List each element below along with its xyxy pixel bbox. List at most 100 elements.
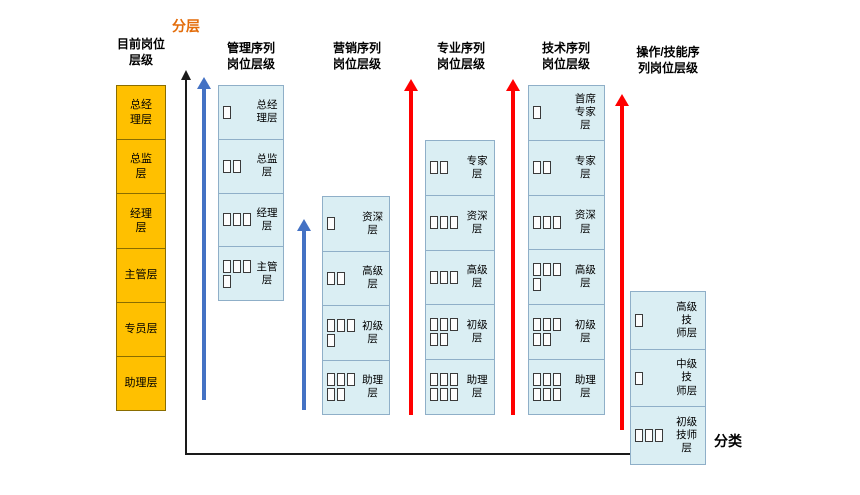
level-label: 初级 技师层 xyxy=(676,415,698,455)
missing-glyph-boxes xyxy=(430,270,461,284)
level-label: 高级层 xyxy=(466,264,488,290)
missing-glyph-boxes xyxy=(223,213,252,227)
missing-glyph-boxes xyxy=(327,318,357,347)
horizontal-axis-arrow xyxy=(185,449,681,459)
level-label: 资深层 xyxy=(362,210,384,236)
missing-glyph-box-icon xyxy=(440,161,448,175)
current-level-cell: 专员层 xyxy=(117,302,165,357)
missing-glyph-box-icon xyxy=(553,263,561,277)
level-label: 高级层 xyxy=(574,264,596,290)
level-label: 专家层 xyxy=(574,154,596,180)
level-cell: 高级技 师层 xyxy=(631,292,705,350)
missing-glyph-box-icon xyxy=(223,213,231,227)
level-label: 助理层 xyxy=(362,374,384,400)
level-cell: 助理层 xyxy=(323,361,389,415)
missing-glyph-box-icon xyxy=(347,373,355,387)
level-label: 资深层 xyxy=(466,209,488,235)
missing-glyph-box-icon xyxy=(450,388,458,402)
missing-glyph-box-icon xyxy=(327,318,335,332)
missing-glyph-box-icon xyxy=(440,333,448,347)
management-sequence-title: 管理序列 岗位层级 xyxy=(226,41,275,72)
level-cell: 经理 层 xyxy=(219,194,283,248)
level-label: 高级层 xyxy=(362,265,384,291)
missing-glyph-box-icon xyxy=(543,373,551,387)
level-cell: 助理层 xyxy=(529,360,604,414)
missing-glyph-box-icon xyxy=(327,373,335,387)
missing-glyph-box-icon xyxy=(553,373,561,387)
missing-glyph-boxes xyxy=(635,371,669,385)
missing-glyph-box-icon xyxy=(440,318,448,332)
level-cell: 初级层 xyxy=(323,306,389,361)
level-label: 助理层 xyxy=(466,373,488,400)
level-label: 初级层 xyxy=(466,319,488,345)
missing-glyph-boxes xyxy=(635,313,669,327)
missing-glyph-box-icon xyxy=(533,278,541,292)
missing-glyph-box-icon xyxy=(533,333,541,347)
marketing-sequence-title: 营销序列 岗位层级 xyxy=(332,41,381,72)
missing-glyph-boxes xyxy=(533,373,568,402)
professional-sequence-title: 专业序列 岗位层级 xyxy=(436,41,485,72)
up-arrow-red-icon xyxy=(615,94,629,430)
missing-glyph-box-icon xyxy=(533,373,541,387)
missing-glyph-boxes xyxy=(533,106,568,120)
missing-glyph-box-icon xyxy=(440,388,448,402)
missing-glyph-boxes xyxy=(533,263,568,292)
level-cell: 专家层 xyxy=(529,141,604,196)
missing-glyph-box-icon xyxy=(553,388,561,402)
level-cell: 首席 专家层 xyxy=(529,86,604,141)
missing-glyph-box-icon xyxy=(533,216,541,230)
missing-glyph-box-icon xyxy=(533,388,541,402)
missing-glyph-box-icon xyxy=(430,333,438,347)
missing-glyph-box-icon xyxy=(223,259,231,273)
missing-glyph-box-icon xyxy=(337,373,345,387)
operation-skill-sequence-column: 高级技 师层中级技 师层初级 技师层 xyxy=(630,291,706,465)
level-label: 高级技 师层 xyxy=(676,300,698,339)
level-cell: 专家层 xyxy=(426,141,494,196)
level-cell: 中级技 师层 xyxy=(631,350,705,408)
missing-glyph-box-icon xyxy=(223,274,231,288)
level-label: 助理层 xyxy=(574,373,596,400)
missing-glyph-box-icon xyxy=(533,263,541,277)
level-label: 首席 专家层 xyxy=(574,93,596,132)
missing-glyph-boxes xyxy=(223,159,252,173)
missing-glyph-box-icon xyxy=(635,429,643,443)
missing-glyph-box-icon xyxy=(543,388,551,402)
current-levels-column: 总经 理层总监 层经理 层主管层专员层助理层 xyxy=(116,85,166,411)
missing-glyph-box-icon xyxy=(430,373,438,387)
missing-glyph-boxes xyxy=(430,216,461,230)
missing-glyph-box-icon xyxy=(327,388,335,402)
missing-glyph-box-icon xyxy=(430,216,438,230)
up-arrow-red-icon xyxy=(404,79,418,415)
missing-glyph-box-icon xyxy=(243,213,251,227)
missing-glyph-box-icon xyxy=(430,388,438,402)
missing-glyph-box-icon xyxy=(327,271,335,285)
horizontal-axis-label: 分类 xyxy=(714,433,742,449)
level-cell: 资深层 xyxy=(323,197,389,252)
missing-glyph-box-icon xyxy=(430,318,438,332)
missing-glyph-box-icon xyxy=(553,216,561,230)
level-label: 初级层 xyxy=(574,319,596,345)
up-arrow-blue-icon xyxy=(297,219,311,410)
current-level-cell: 总监 层 xyxy=(117,140,165,195)
missing-glyph-box-icon xyxy=(543,263,551,277)
missing-glyph-box-icon xyxy=(533,161,541,175)
missing-glyph-box-icon xyxy=(543,333,551,347)
missing-glyph-box-icon xyxy=(440,216,448,230)
level-cell: 初级层 xyxy=(426,305,494,361)
current-level-cell: 助理层 xyxy=(117,356,165,411)
missing-glyph-box-icon xyxy=(337,388,345,402)
missing-glyph-box-icon xyxy=(450,216,458,230)
missing-glyph-box-icon xyxy=(533,318,541,332)
level-label: 经理 层 xyxy=(256,206,278,232)
level-cell: 高级层 xyxy=(426,251,494,306)
current-level-cell: 主管层 xyxy=(117,248,165,303)
missing-glyph-box-icon xyxy=(533,106,541,120)
marketing-sequence-column: 资深层高级层初级层助理层 xyxy=(322,196,390,415)
missing-glyph-boxes xyxy=(635,429,669,443)
level-cell: 高级层 xyxy=(323,252,389,306)
missing-glyph-boxes xyxy=(533,161,568,175)
current-level-cell: 经理 层 xyxy=(117,194,165,249)
missing-glyph-box-icon xyxy=(327,333,335,347)
missing-glyph-boxes xyxy=(430,318,461,347)
missing-glyph-boxes xyxy=(223,259,252,288)
